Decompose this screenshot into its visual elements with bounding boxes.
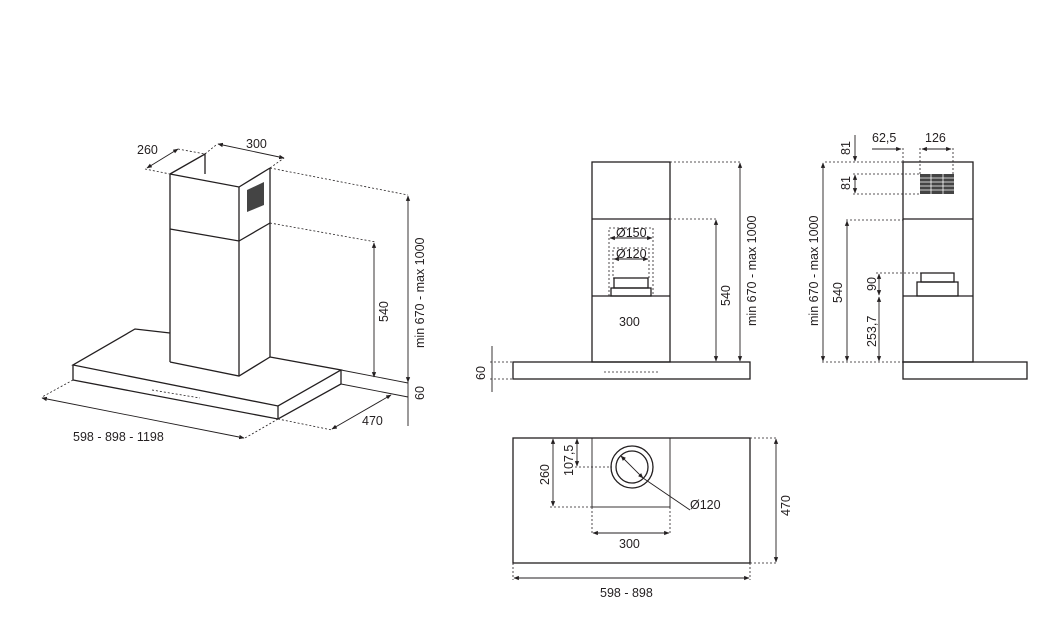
outlet-circle-inner — [615, 450, 649, 484]
dim-lower-height: 540 — [377, 301, 391, 322]
dim-lower-height: 540 — [719, 285, 733, 306]
dim-hood-depth: 470 — [779, 495, 793, 516]
dim-chimney-depth: 260 — [538, 464, 552, 485]
dim-total-height: min 670 - max 1000 — [745, 215, 759, 326]
dim-chimney-depth: 260 — [137, 143, 158, 157]
perspective-view: 260 300 540 min 670 - max 1000 60 470 59… — [41, 137, 427, 444]
hood-top — [71, 328, 343, 407]
chimney-top-edge — [169, 167, 271, 188]
dim-outlet-inner: Ø120 — [616, 247, 647, 261]
dim-hood-depth: 470 — [362, 414, 383, 428]
dim-hood-thickness: 60 — [474, 366, 488, 380]
vent-grille-icon — [920, 174, 954, 194]
dim-chimney-width: 300 — [246, 137, 267, 151]
dim-outlet-base: 253,7 — [865, 316, 879, 347]
outlet-flange — [610, 277, 652, 297]
dim-hood-widths: 598 - 898 — [600, 586, 653, 600]
outlet-flange — [916, 272, 959, 297]
vent-grille-icon — [247, 182, 264, 212]
dim-total-height: min 670 - max 1000 — [413, 237, 427, 348]
dim-outlet-height: 90 — [865, 277, 879, 291]
top-view: Ø120 260 107,5 300 470 598 - 898 — [512, 437, 793, 600]
side-view: 62,5 126 81 81 min 670 - max 1000 540 90… — [807, 131, 1028, 380]
dim-total-height: min 670 - max 1000 — [807, 215, 821, 326]
dim-hood-widths: 598 - 898 - 1198 — [73, 430, 164, 444]
dim-outlet-outer: Ø150 — [616, 226, 647, 240]
dim-grille-width: 126 — [925, 131, 946, 145]
dim-offset: 62,5 — [872, 131, 896, 145]
dim-chimney-width: 300 — [619, 537, 640, 551]
dim-grille-top: 81 — [839, 141, 853, 155]
dim-outlet-offset: 107,5 — [562, 445, 576, 476]
control-leds — [151, 389, 201, 399]
chimney-split-line — [169, 222, 271, 242]
dim-chimney-width: 300 — [619, 315, 640, 329]
dim-lower-height: 540 — [831, 282, 845, 303]
dim-hood-thickness: 60 — [413, 386, 427, 400]
front-view: Ø150 Ø120 300 540 min 670 - max 1000 60 — [474, 161, 759, 392]
dim-outlet-diameter: Ø120 — [690, 498, 721, 512]
dim-grille-height: 81 — [839, 176, 853, 190]
